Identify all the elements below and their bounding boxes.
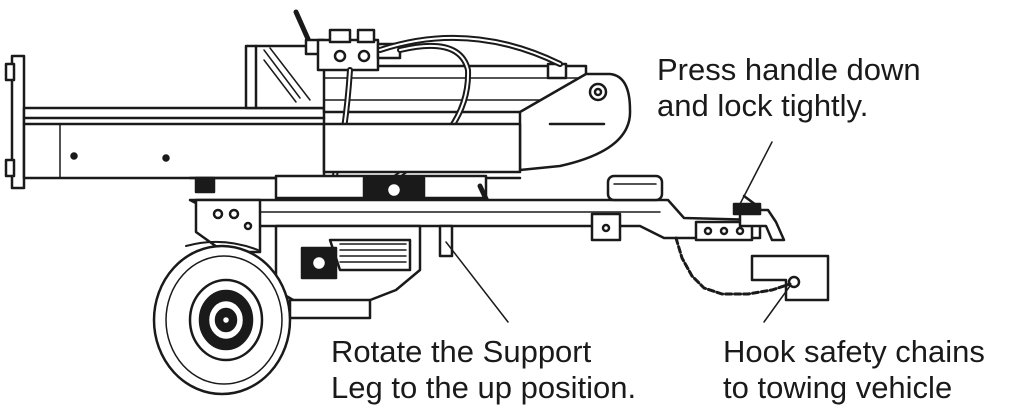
engine xyxy=(274,224,422,320)
callout-handle-line-1: Press handle down xyxy=(657,52,921,87)
callout-leg-line-2: Leg to the up position. xyxy=(331,370,637,405)
hitch-coupler xyxy=(732,194,786,242)
callout-leg-line-1: Rotate the Support xyxy=(331,334,592,369)
wedge-housing xyxy=(244,44,328,110)
wheel xyxy=(152,240,292,396)
towing-hitch xyxy=(750,254,830,302)
leader-handle xyxy=(739,141,773,205)
support-leg xyxy=(438,224,454,258)
callout-chains-line-2: to towing vehicle xyxy=(723,370,953,405)
axle-bracket xyxy=(194,198,262,254)
callout-handle-line-2: and lock tightly. xyxy=(657,88,869,123)
callout-chains-line-1: Hook safety chains xyxy=(723,334,985,369)
callout-press-handle: Press handle down and lock tightly. xyxy=(657,52,921,124)
leader-support-leg xyxy=(445,241,509,323)
end-plate xyxy=(4,54,26,190)
leader-chains xyxy=(763,285,791,323)
splitter-beam xyxy=(22,106,326,180)
leader-lines xyxy=(445,141,791,323)
callout-safety-chains: Hook safety chains to towing vehicle xyxy=(723,334,985,406)
callout-support-leg: Rotate the Support Leg to the up positio… xyxy=(331,334,636,406)
safety-chain xyxy=(674,236,792,296)
hydraulic-cylinder xyxy=(322,62,632,172)
